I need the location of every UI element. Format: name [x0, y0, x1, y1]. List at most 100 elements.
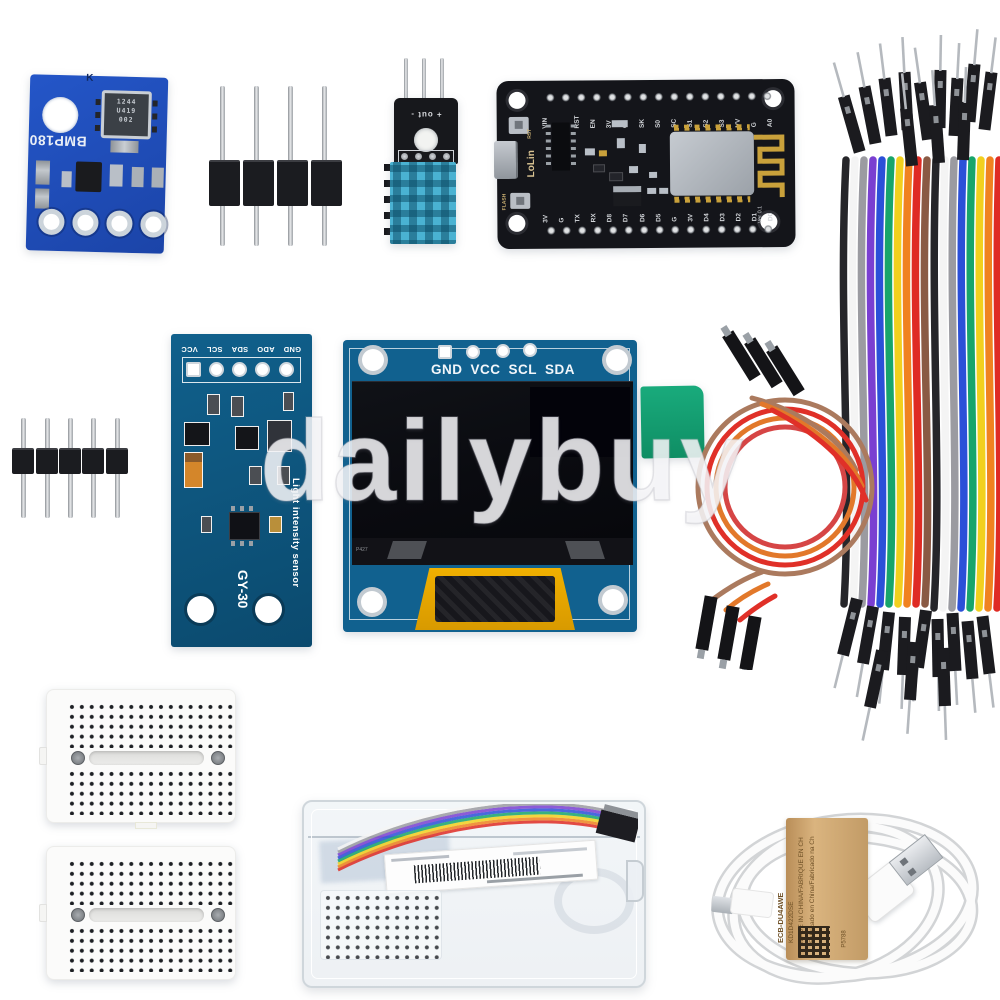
smd-component — [201, 516, 212, 533]
dht11-sensor-body — [390, 162, 456, 244]
header-housing — [106, 448, 128, 474]
smd-component — [231, 396, 244, 417]
mounting-hole — [508, 91, 526, 109]
header-housing — [12, 448, 34, 474]
pcb-pad-hole — [255, 362, 270, 377]
pin-hole-row-top — [542, 90, 775, 104]
smd-component — [649, 171, 658, 178]
mounting-hole — [508, 214, 526, 232]
smd-component — [584, 148, 595, 156]
mounting-hole — [361, 591, 383, 613]
flash-button-label: FLASH — [501, 193, 508, 211]
pcb-antenna-icon — [753, 134, 785, 198]
oled-screen — [352, 381, 633, 538]
chip-pins-left — [545, 124, 552, 169]
breadboard-in-box — [320, 890, 442, 960]
smd-component — [131, 166, 144, 188]
mounting-hole — [602, 589, 624, 611]
bezel-tab — [565, 541, 605, 559]
flex-connector — [435, 576, 555, 622]
screw — [211, 751, 225, 765]
smd-capacitor — [110, 140, 139, 154]
smd-component — [109, 164, 123, 187]
header-housing — [82, 448, 104, 474]
header-housing — [59, 448, 81, 474]
pcb-pad-hole — [209, 362, 224, 377]
pin-header-5 — [10, 415, 140, 523]
esp8266-shield-pins-bottom — [674, 196, 751, 203]
button-cap — [514, 120, 523, 129]
pin-header-4 — [208, 86, 346, 248]
breadboard-holes-top — [65, 700, 233, 748]
pcb-pad-hole — [279, 362, 294, 377]
usb-shield-slot — [899, 857, 909, 867]
smd-component — [598, 150, 607, 157]
screw — [71, 751, 85, 765]
dht11-castellation — [384, 164, 390, 244]
loop-top-connectors — [720, 325, 805, 397]
screw — [401, 153, 408, 160]
plastic-storage-box — [302, 800, 646, 988]
gy30-model-label: GY-30 — [235, 570, 250, 609]
header-pin — [440, 58, 444, 106]
esp8266-shield-pins-top — [673, 124, 750, 131]
tantalum-capacitor — [184, 452, 203, 488]
ribbon-cable-in-box — [337, 804, 638, 872]
board-brand-label: LoLin — [525, 150, 538, 178]
box-lid-seam — [308, 836, 640, 838]
mounting-hole — [255, 596, 282, 623]
screw — [415, 153, 422, 160]
pcb-pad-hole — [438, 345, 452, 359]
micro-usb-port — [493, 140, 519, 180]
header-housing — [277, 160, 308, 206]
pcb-pad-hole — [106, 210, 133, 237]
header-pin — [422, 58, 426, 106]
chip-pins-right — [570, 124, 577, 169]
label-text-line — [513, 847, 588, 856]
screw — [443, 153, 450, 160]
header-housing — [311, 160, 342, 206]
jumper-wire-loop — [695, 325, 875, 670]
dht11-module: + out - — [374, 58, 466, 248]
breadboard-holes-top — [65, 857, 233, 905]
box-clasp — [626, 860, 644, 902]
breadboard-side-tab — [135, 822, 157, 829]
smd-component — [593, 164, 606, 173]
loop-bottom-connectors — [695, 595, 762, 670]
label-text-line — [391, 854, 450, 862]
screw — [71, 908, 85, 922]
pcb-pad-hole — [496, 344, 510, 358]
screw — [429, 153, 436, 160]
bmp180-label: BMP180 — [28, 132, 87, 150]
usb-serial-chip — [551, 122, 571, 171]
pin-hole-row-bottom — [543, 223, 776, 237]
ribbon-top-connectors — [832, 29, 998, 167]
smd-transistor — [235, 426, 259, 450]
chip-pins-left — [94, 98, 101, 134]
usb-shield-slot — [907, 867, 917, 877]
loop-wires — [695, 395, 875, 623]
oled-corner-code: P427 — [356, 547, 368, 553]
smd-diode-pair — [267, 420, 292, 452]
oled-bezel: P427 — [352, 538, 633, 565]
bezel-tab — [387, 541, 427, 559]
pcb-pad-hole — [140, 211, 167, 238]
gy30-side-label: Light intensity sensor — [290, 478, 301, 588]
pcb-pad-hole — [232, 362, 247, 377]
nodemcu-board: VINGRSTEN3VGSKS0SCS1S2S3VVGA0 3VGTXRXD8D… — [493, 78, 796, 250]
header-housing — [243, 160, 274, 206]
smd-component — [629, 166, 639, 174]
mini-breadboard — [39, 846, 236, 980]
breadboard-holes-bottom — [65, 924, 233, 972]
smd-component — [647, 187, 657, 194]
dht11-led-hole — [414, 128, 438, 152]
smd-component — [207, 394, 220, 415]
bh1750-chip — [229, 512, 260, 540]
datamatrix-code — [798, 926, 830, 958]
